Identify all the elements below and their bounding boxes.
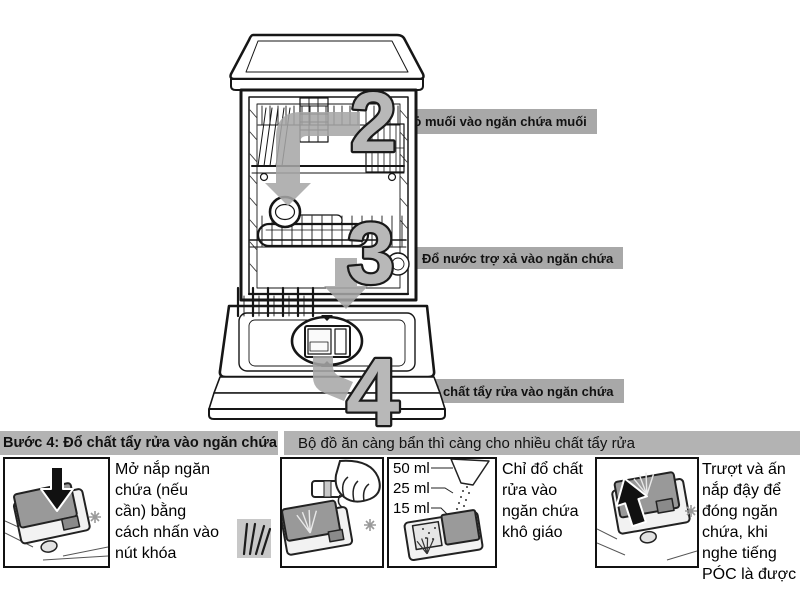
callout-label-rinse-aid: Đổ nước trợ xả vào ngăn chứa <box>386 247 624 269</box>
dosage-label-15ml: 15 ml <box>393 500 430 517</box>
down-arrow-icon <box>40 466 74 512</box>
sparkle-icon <box>364 519 376 531</box>
hand-icon <box>334 459 381 508</box>
sparkle-icon <box>685 505 697 517</box>
panel-close-lid-image <box>595 457 699 568</box>
step-header-title: Bước 4: Đổ chất tẩy rửa vào ngăn chứa <box>0 431 278 455</box>
dishwasher-diagram: 2 3 4 <box>208 33 446 432</box>
callout-number-salt: 2 <box>350 75 397 169</box>
press-gesture-icon <box>237 519 272 558</box>
panel-dosage-image: 50 ml 25 ml 15 ml <box>387 457 497 568</box>
sparkle-icon <box>89 511 101 523</box>
panel-dosage-caption: Chỉ đổ chất rửa vào ngăn chứa khô giáo <box>502 461 583 541</box>
callout-number-rinse-aid: 3 <box>347 206 395 302</box>
step-header-note: Bộ đồ ăn càng bẩn thì càng cho nhiều chấ… <box>284 431 800 455</box>
detergent-dispenser <box>290 315 364 367</box>
panel-close-lid-caption: Trượt và ấn nắp đậy để đóng ngăn chứa, k… <box>702 461 797 583</box>
panel-insert-tablet-image <box>280 457 384 568</box>
dosage-label-25ml: 25 ml <box>393 480 430 497</box>
panel-open-lid-image <box>3 457 110 568</box>
callout-label-salt: Bỏ muối vào ngăn chứa muối <box>384 109 597 134</box>
callout-number-detergent: 4 <box>346 339 399 432</box>
callout-band-salt <box>265 112 360 206</box>
panel-open-lid-caption: Mở nắp ngăn chứa (nếu cần) bằng cách nhấ… <box>115 461 220 562</box>
up-arrow-icon <box>615 477 648 528</box>
callout-band-detergent <box>313 356 353 401</box>
scoop-icon <box>450 459 490 486</box>
dosage-label-50ml: 50 ml <box>393 460 430 477</box>
callout-band-rinse-aid <box>324 258 368 309</box>
